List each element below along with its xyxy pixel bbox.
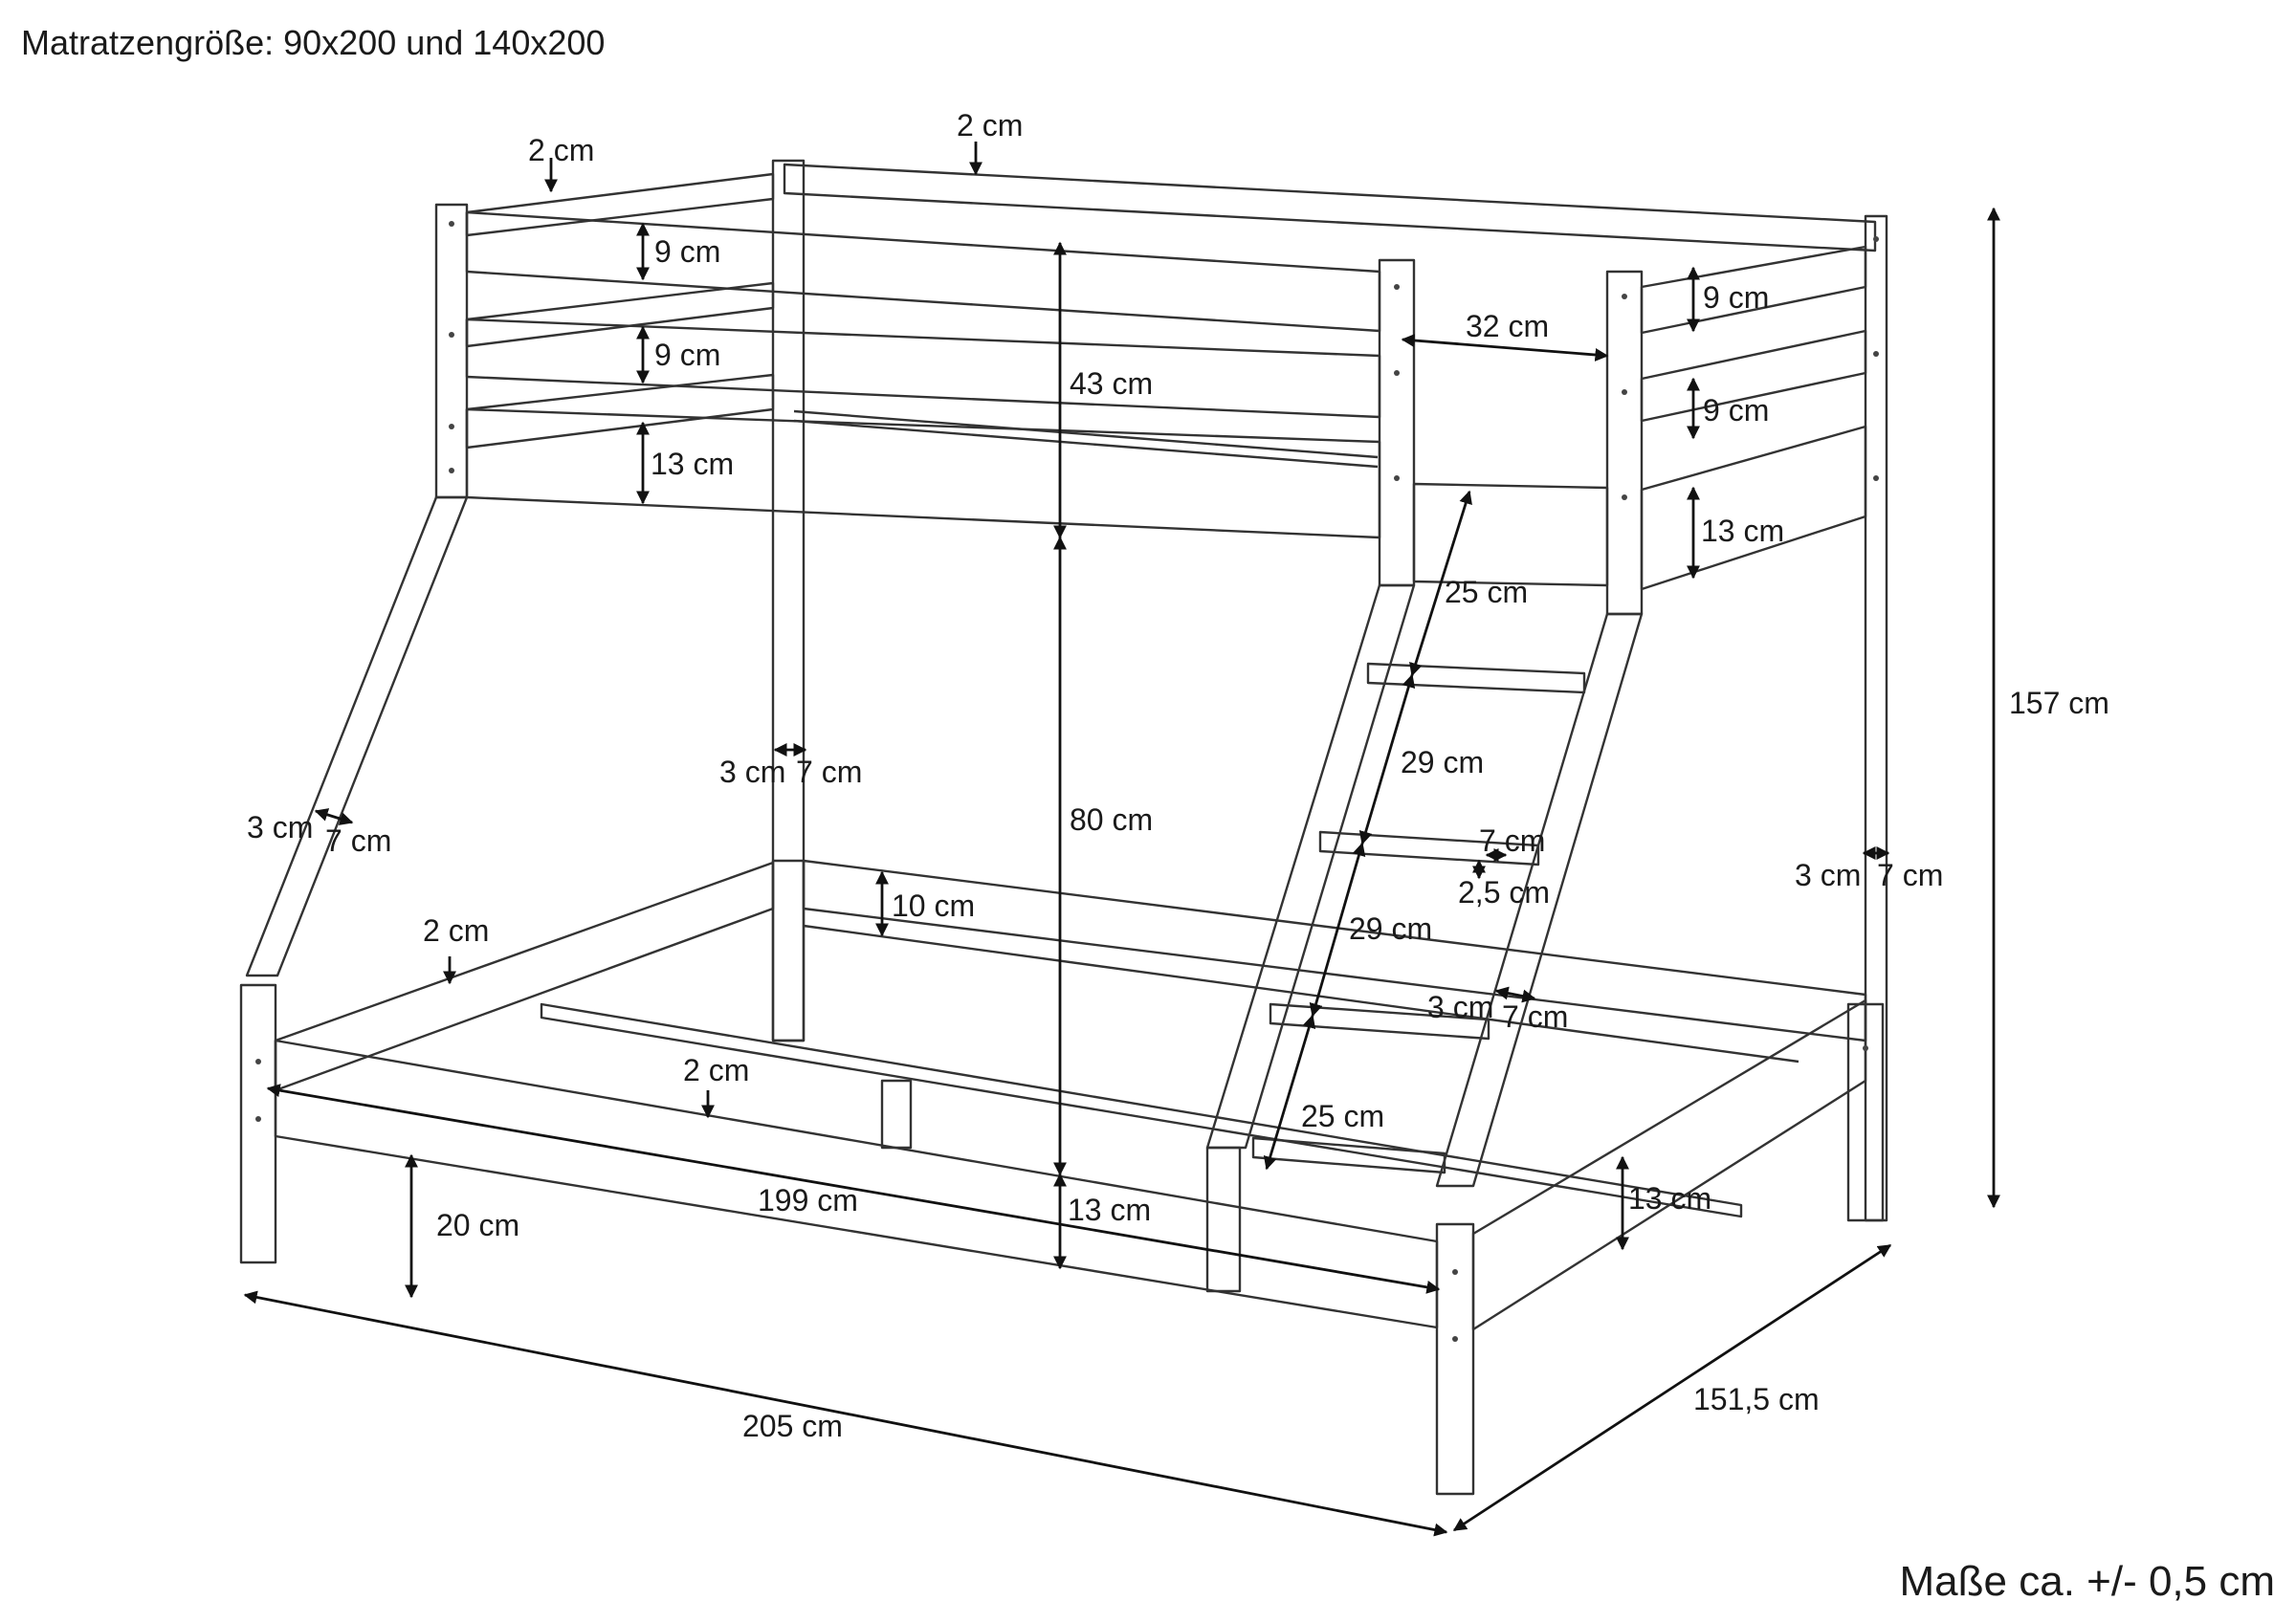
mattress-size-title: Matratzengröße: 90x200 und 140x200	[21, 23, 606, 62]
tolerance-note: Maße ca. +/- 0,5 cm	[1899, 1558, 2275, 1605]
dimension-arrows	[243, 142, 2000, 1537]
dimension-labels: 2 cm 2 cm 9 cm 9 cm 13 cm 43 cm 32 cm 9 …	[247, 108, 2109, 1443]
dim-lower-rail-side: 13 cm	[1628, 1181, 1711, 1216]
dim-ladder-step-mid1: 29 cm	[1401, 745, 1484, 779]
dim-lower-rail-back: 10 cm	[892, 888, 975, 923]
dim-ladder-7: 7 cm	[1502, 999, 1568, 1034]
dim-rail-upper-side: 9 cm	[1703, 280, 1769, 315]
dim-post-3-right: 3 cm	[1795, 858, 1861, 892]
dim-rail-lower-side: 13 cm	[1701, 514, 1784, 548]
dim-total-height: 157 cm	[2009, 686, 2109, 720]
bed-frame	[239, 159, 1888, 1496]
dim-guard-height: 43 cm	[1070, 366, 1153, 401]
dim-post-7-center: 7 cm	[796, 755, 862, 789]
dim-rail-middle-front: 9 cm	[654, 338, 720, 372]
dim-total-length: 205 cm	[742, 1409, 843, 1443]
dim-top-thickness-left: 2 cm	[528, 133, 594, 167]
dim-ladder-step-mid2: 29 cm	[1349, 911, 1432, 946]
dim-rail-lower-front: 13 cm	[651, 447, 734, 481]
dim-ladder-3: 3 cm	[1427, 990, 1493, 1024]
dim-lower-thickness-front: 2 cm	[683, 1053, 749, 1087]
dim-post-3-center: 3 cm	[719, 755, 785, 789]
dim-ladder-step-top: 25 cm	[1445, 575, 1528, 609]
dim-top-thickness-back: 2 cm	[957, 108, 1023, 143]
dim-post-7-right: 7 cm	[1877, 858, 1943, 892]
dim-clearance: 80 cm	[1070, 802, 1153, 837]
dim-step-7: 7 cm	[1479, 823, 1545, 858]
dim-foot-height: 20 cm	[436, 1208, 519, 1242]
dim-lower-thickness-left: 2 cm	[423, 913, 489, 948]
dim-post-3-left: 3 cm	[247, 810, 313, 844]
dim-rail-upper-front: 9 cm	[654, 234, 720, 269]
dim-ladder-step-bottom: 25 cm	[1301, 1099, 1384, 1133]
dim-ladder-opening: 32 cm	[1466, 309, 1549, 343]
dim-inner-length: 199 cm	[758, 1183, 858, 1217]
dim-rail-middle-side: 9 cm	[1703, 393, 1769, 428]
dim-step-25: 2,5 cm	[1458, 875, 1550, 910]
dim-post-7-left: 7 cm	[325, 823, 391, 858]
dim-lower-rail-front: 13 cm	[1068, 1193, 1151, 1227]
dim-total-width: 151,5 cm	[1693, 1382, 1820, 1416]
